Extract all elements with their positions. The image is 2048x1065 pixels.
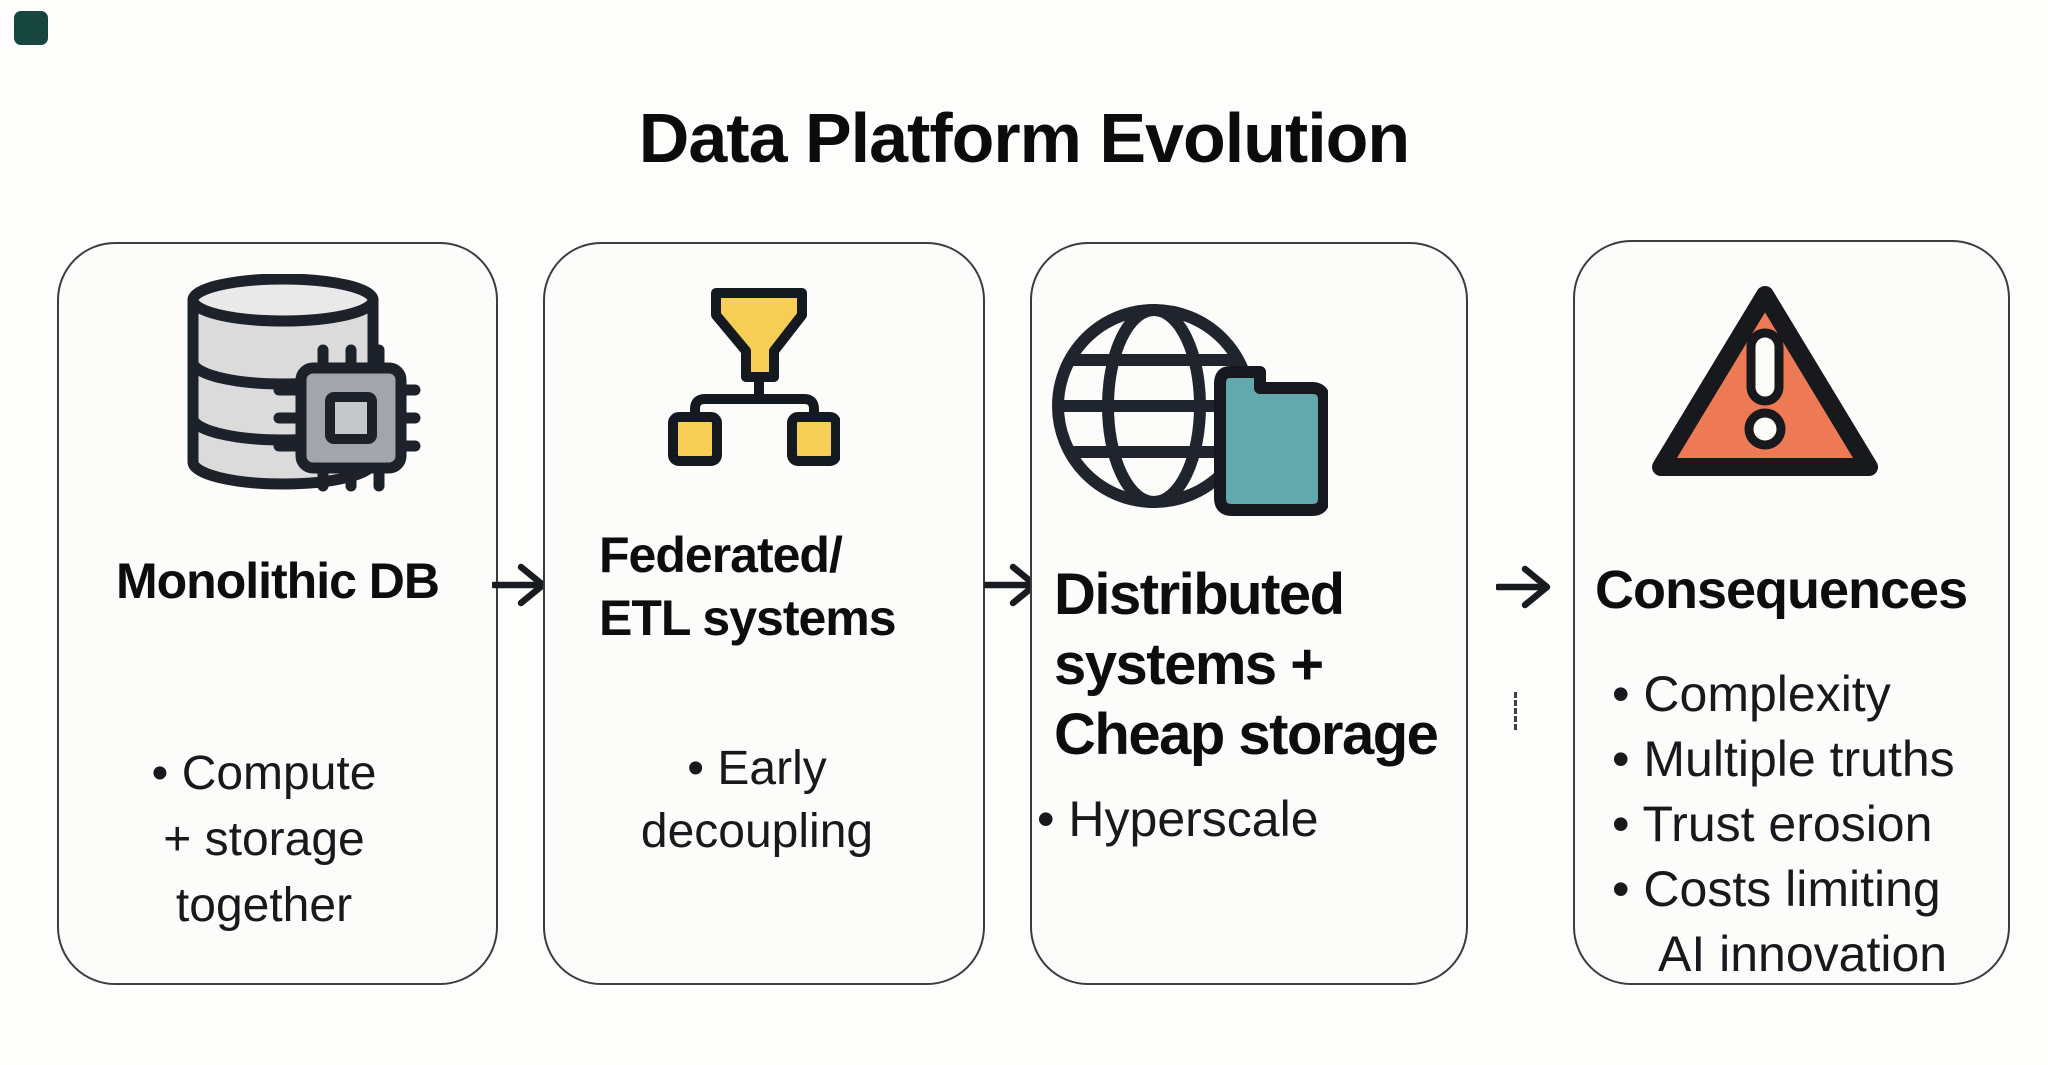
bullet-item: Trust erosion: [1612, 792, 1957, 857]
bullet-item: Costs limiting AI innovation: [1612, 857, 1957, 987]
bullet-item: Complexity: [1612, 662, 1957, 727]
globe-storage-icon: [1052, 298, 1328, 516]
stage-card-consequences: Consequences ComplexityMultiple truthsTr…: [1573, 240, 2010, 985]
stage-card-federated-etl: Federated/ ETL systems Early decoupling: [543, 242, 985, 985]
bullet-item: Early decoupling: [637, 737, 877, 863]
funnel-flow-icon: [660, 285, 840, 467]
bullet-item: Compute + storage together: [144, 741, 384, 939]
bullet-item: Multiple truths: [1612, 727, 1957, 792]
stage-bullets: Early decoupling: [637, 737, 877, 863]
stage-bullets: Compute + storage together: [144, 741, 384, 939]
stage-card-distributed-systems: Distributed systems + Cheap storage Hype…: [1030, 242, 1468, 985]
page-title: Data Platform Evolution: [638, 99, 1410, 177]
stage-title: Distributed systems + Cheap storage: [1054, 562, 1439, 767]
stage-bullets: Hyperscale: [1037, 787, 1462, 851]
stage-card-monolithic-db: Monolithic DB Compute + storage together: [57, 242, 498, 985]
stage-title: Consequences: [1595, 560, 1968, 620]
dashed-artifact: [1514, 692, 1517, 730]
corner-mark: [14, 11, 48, 45]
arrow-right-icon: [1496, 562, 1554, 612]
bullet-item: Hyperscale: [1037, 787, 1462, 851]
stage-title: Monolithic DB: [115, 553, 440, 609]
stage-bullets: ComplexityMultiple truthsTrust erosionCo…: [1612, 662, 1957, 987]
arrow-right-icon: [492, 560, 550, 610]
warning-triangle-icon: [1647, 279, 1883, 485]
database-chip-icon: [187, 274, 423, 498]
stage-title: Federated/ ETL systems: [599, 527, 897, 646]
